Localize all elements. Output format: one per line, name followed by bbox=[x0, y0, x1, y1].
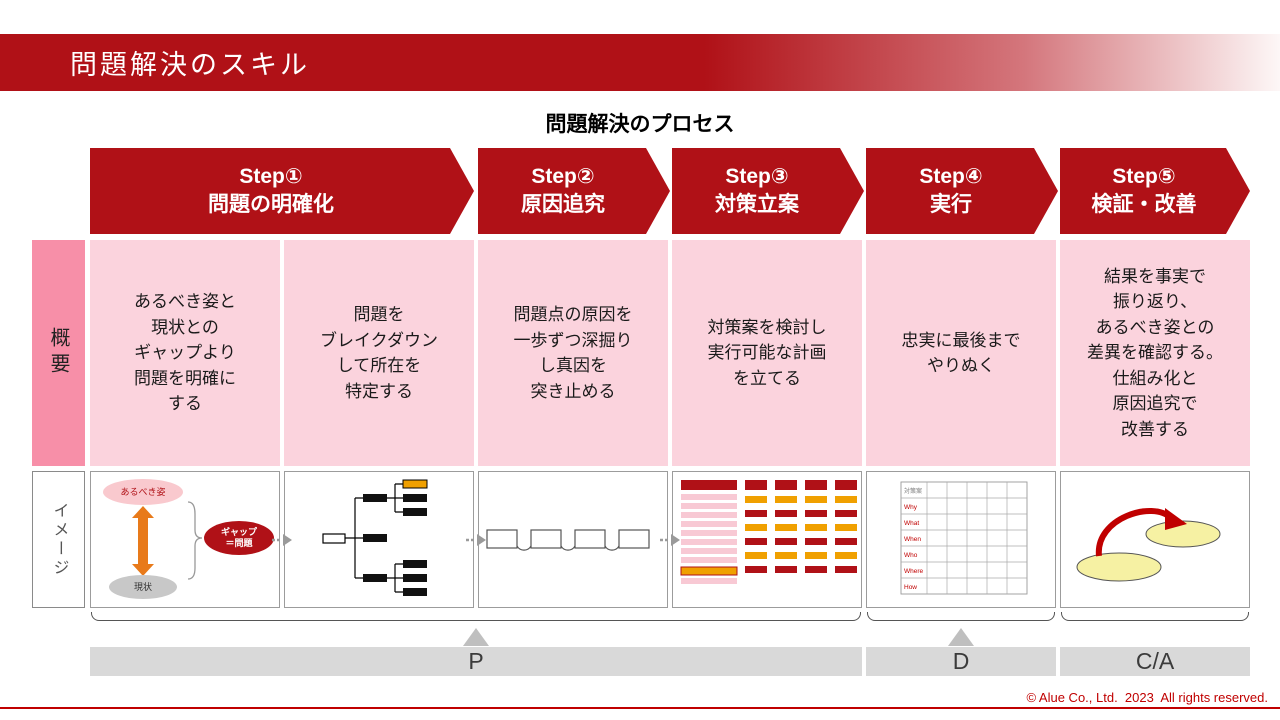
logic-tree-graphic bbox=[322, 479, 428, 596]
countermeasure-list-graphic bbox=[680, 480, 857, 584]
copyright-text: © Alue Co., Ltd. 2023 All rights reserve… bbox=[1026, 690, 1268, 705]
step2-label: Step② bbox=[531, 164, 595, 188]
gap-label-line2: ＝問題 bbox=[225, 538, 253, 548]
plan-table-header: 対策案 bbox=[904, 487, 922, 495]
gap-diagram-graphic: あるべき姿 現状 ギャップ ＝問題 bbox=[103, 479, 274, 599]
ideal-state-label: あるべき姿 bbox=[120, 486, 165, 497]
gap-arrow-icon bbox=[132, 506, 154, 576]
overview-cell-2: 問題を ブレイクダウン して所在を 特定する bbox=[284, 240, 474, 466]
flow-arrow-icon bbox=[660, 533, 680, 546]
pointer-triangle-icon bbox=[463, 628, 489, 646]
flow-arrow-icon bbox=[466, 533, 486, 546]
step5-name: 検証・改善 bbox=[1091, 193, 1197, 216]
step1-name: 問題の明確化 bbox=[208, 193, 334, 216]
image-why-chain bbox=[478, 471, 668, 608]
step2-arrow: Step② 原因追究 bbox=[478, 148, 670, 234]
plan-row-who: Who bbox=[904, 552, 918, 559]
flow-arrow-icon bbox=[272, 533, 292, 546]
plan-row-where: Where bbox=[904, 568, 924, 575]
bottom-accent-line bbox=[0, 707, 1280, 709]
overview-cell-3: 問題点の原因を 一歩ずつ深掘り し真因を 突き止める bbox=[478, 240, 668, 466]
pdca-bar-do: D bbox=[866, 647, 1056, 676]
brace-check-act-group bbox=[1061, 612, 1249, 621]
image-countermeasure-list bbox=[672, 471, 862, 608]
plan-row-how: How bbox=[904, 584, 917, 591]
process-subtitle: 問題解決のプロセス bbox=[545, 113, 735, 136]
title-banner: 問題解決のスキル bbox=[0, 34, 1280, 91]
pdca-bar-check-act: C/A bbox=[1060, 647, 1250, 676]
plan-row-what: What bbox=[904, 520, 919, 527]
plan-row-why: Why bbox=[904, 504, 918, 511]
plan-row-when: When bbox=[904, 536, 921, 543]
pdca-bar-plan: P bbox=[90, 647, 862, 676]
image-logic-tree bbox=[284, 471, 474, 608]
step2-name: 原因追究 bbox=[521, 193, 605, 216]
image-5w1h-table: 対策案 Why What When Who Where How bbox=[866, 471, 1056, 608]
improvement-graphic bbox=[1076, 508, 1221, 582]
current-state-label: 現状 bbox=[134, 581, 152, 592]
step4-arrow: Step④ 実行 bbox=[866, 148, 1058, 234]
step5-label: Step⑤ bbox=[1112, 164, 1176, 188]
brace-do-group bbox=[867, 612, 1055, 621]
row-label-image: イメージ bbox=[32, 471, 85, 608]
overview-cell-5: 忠実に最後まで やりぬく bbox=[866, 240, 1056, 466]
plan-table-graphic: 対策案 Why What When Who Where How bbox=[900, 481, 1028, 595]
brace-plan-group bbox=[91, 612, 861, 621]
step1-label: Step① bbox=[239, 164, 303, 188]
brace-icon bbox=[187, 501, 203, 580]
gap-label-line1: ギャップ bbox=[221, 526, 258, 537]
pointer-triangle-icon bbox=[948, 628, 974, 646]
page-title: 問題解決のスキル bbox=[70, 50, 310, 80]
step3-label: Step③ bbox=[725, 164, 789, 188]
step3-name: 対策立案 bbox=[715, 193, 799, 216]
step5-arrow: Step⑤ 検証・改善 bbox=[1060, 148, 1250, 234]
step3-arrow: Step③ 対策立案 bbox=[672, 148, 864, 234]
step1-arrow: Step① 問題の明確化 bbox=[90, 148, 474, 234]
step4-label: Step④ bbox=[919, 164, 983, 188]
overview-cell-6: 結果を事実で 振り返り、 あるべき姿との 差異を確認する。 仕組み化と 原因追究… bbox=[1060, 240, 1250, 466]
jump-arrowhead-icon bbox=[1165, 508, 1187, 530]
overview-cell-4: 対策案を検討し 実行可能な計画 を立てる bbox=[672, 240, 862, 466]
row-label-overview: 概要 bbox=[32, 240, 85, 466]
jump-arrow-icon bbox=[1095, 508, 1174, 557]
image-improvement-jump bbox=[1060, 471, 1250, 608]
image-gap-diagram: あるべき姿 現状 ギャップ ＝問題 bbox=[90, 471, 280, 608]
step4-name: 実行 bbox=[930, 193, 972, 216]
overview-cell-1: あるべき姿と 現状との ギャップより 問題を明確に する bbox=[90, 240, 280, 466]
why-chain-graphic bbox=[486, 529, 650, 551]
